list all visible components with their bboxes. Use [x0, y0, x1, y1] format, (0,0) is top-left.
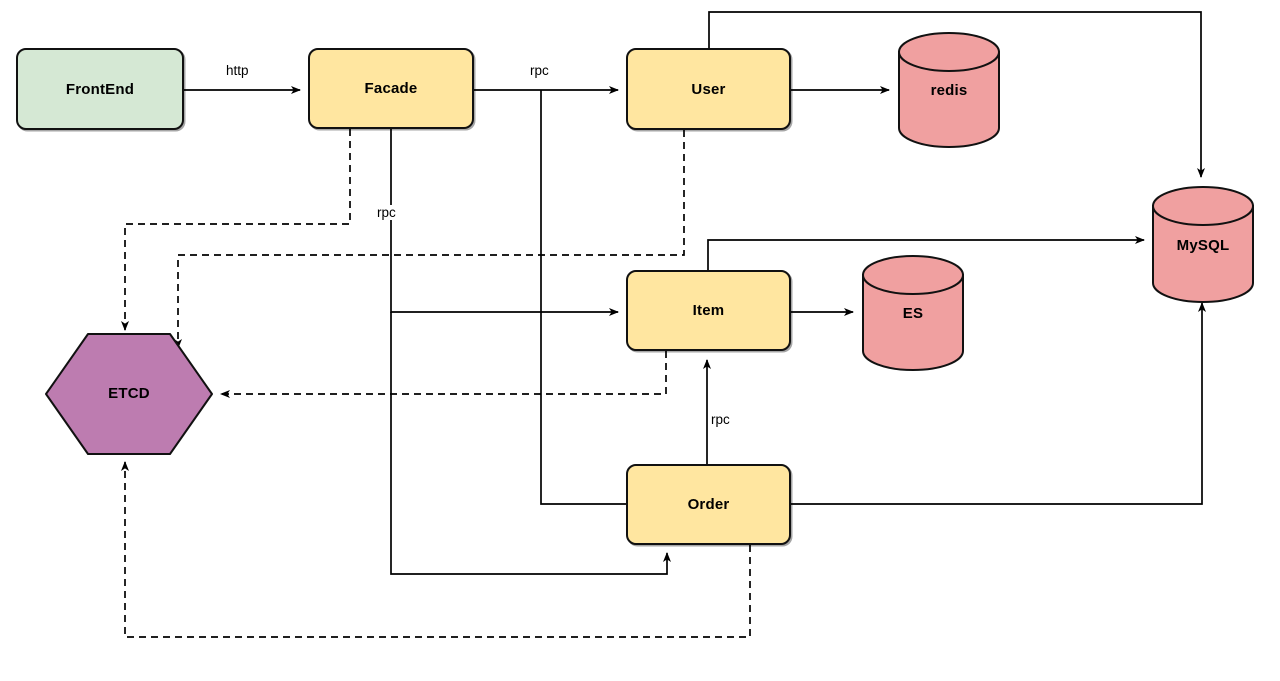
node-frontend[interactable]: FrontEnd	[16, 48, 184, 130]
node-facade[interactable]: Facade	[308, 48, 474, 129]
cylinder-shape-redis	[898, 32, 1000, 148]
node-mysql[interactable]: MySQL	[1150, 185, 1256, 305]
node-etcd[interactable]: ETCD	[44, 332, 214, 456]
edge-order-to-mysql	[791, 302, 1206, 505]
edge-facade-trunk-to-order-left	[540, 90, 626, 505]
node-user-label: User	[691, 80, 726, 98]
cylinder-shape-mysql	[1152, 186, 1254, 303]
edge-label-rpc-item: rpc	[375, 205, 398, 220]
node-redis[interactable]: redis	[896, 32, 1002, 148]
edge-label-rpc-user: rpc	[528, 63, 551, 78]
edge-user-to-mysql	[708, 11, 1205, 178]
edge-facade-to-order	[390, 312, 671, 575]
node-user[interactable]: User	[626, 48, 791, 130]
node-etcd-label: ETCD	[108, 385, 150, 402]
node-es[interactable]: ES	[860, 255, 966, 371]
node-facade-label: Facade	[364, 80, 418, 97]
cylinder-shape-es	[862, 255, 964, 371]
edge-order-to-etcd	[121, 461, 751, 638]
node-mysql-label: MySQL	[1176, 236, 1230, 254]
node-item-label: Item	[692, 302, 725, 319]
node-es-label: ES	[902, 304, 924, 322]
node-order-label: Order	[687, 496, 730, 513]
node-redis-label: redis	[930, 81, 968, 99]
edge-label-rpc-order-item: rpc	[709, 412, 732, 427]
hexagon-shape-etcd	[45, 333, 213, 455]
node-order[interactable]: Order	[626, 464, 791, 545]
edge-label-http: http	[224, 63, 251, 78]
edge-facade-to-etcd	[121, 129, 351, 331]
node-frontend-label: FrontEnd	[65, 80, 135, 98]
edge-facade-to-item	[390, 129, 619, 316]
node-item[interactable]: Item	[626, 270, 791, 351]
edge-item-to-mysql	[707, 236, 1145, 270]
edge-user-to-etcd	[174, 130, 685, 349]
edge-item-to-etcd	[220, 351, 667, 398]
